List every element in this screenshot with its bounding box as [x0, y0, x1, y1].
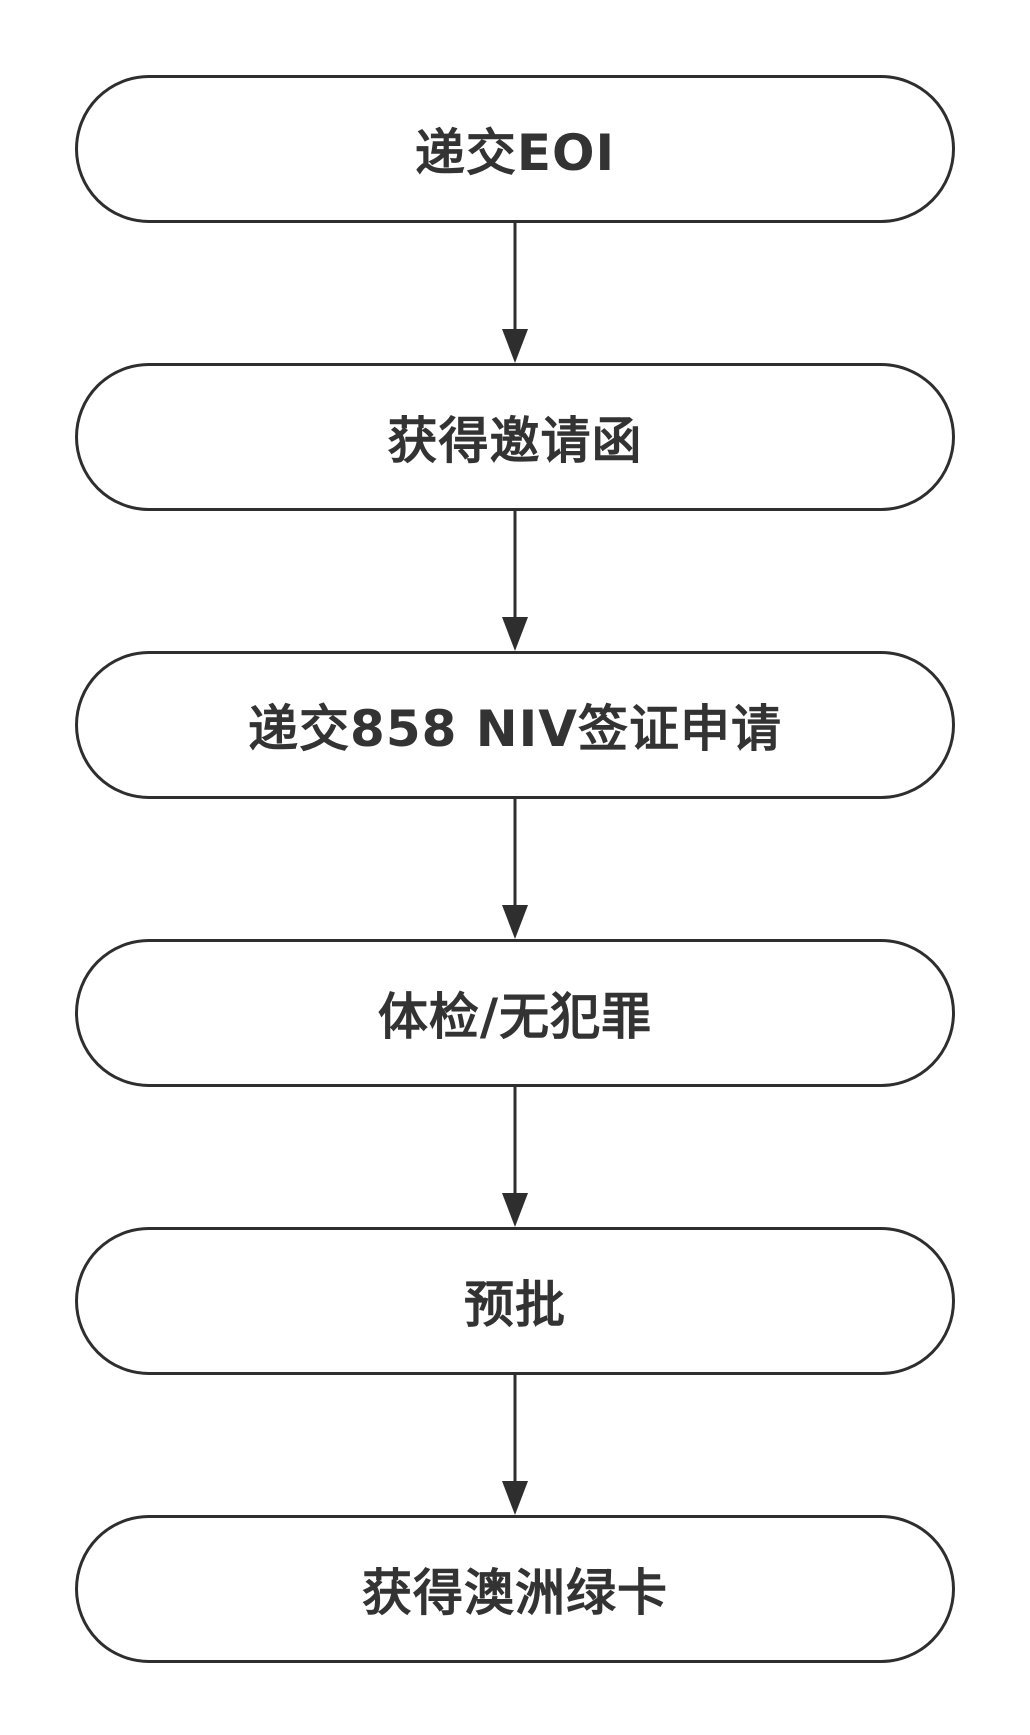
- arrowhead: [502, 1193, 528, 1227]
- step-medical-police-check: 体检/无犯罪: [75, 939, 955, 1087]
- connector-arrow: [502, 799, 528, 939]
- step-receive-invitation: 获得邀请函: [75, 363, 955, 511]
- step-label: 预批: [464, 1276, 566, 1334]
- step-receive-pr: 获得澳洲绿卡: [75, 1515, 955, 1663]
- arrowhead: [502, 617, 528, 651]
- arrowhead: [502, 329, 528, 363]
- step-label: 获得澳洲绿卡: [362, 1564, 668, 1622]
- step-label: 递交EOI: [414, 124, 616, 182]
- step-label: 获得邀请函: [387, 412, 643, 470]
- connector-arrow: [502, 1087, 528, 1227]
- connector-arrow: [502, 511, 528, 651]
- connector-arrow: [502, 1375, 528, 1515]
- step-submit-858-niv-visa: 递交858 NIV签证申请: [75, 651, 955, 799]
- step-pre-approval: 预批: [75, 1227, 955, 1375]
- step-submit-eoi: 递交EOI: [75, 75, 955, 223]
- arrowhead: [502, 1481, 528, 1515]
- arrowhead: [502, 905, 528, 939]
- connector-arrow: [502, 223, 528, 363]
- step-label: 体检/无犯罪: [377, 988, 653, 1046]
- step-label: 递交858 NIV签证申请: [248, 700, 782, 758]
